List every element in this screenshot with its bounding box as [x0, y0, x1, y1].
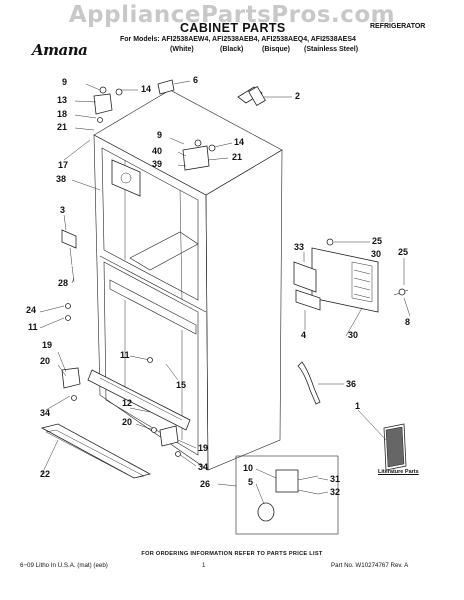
callout-34-left: 34: [40, 408, 51, 418]
litho-note: 6−09 Litho In U.S.A. (mat) (eeb): [20, 562, 108, 569]
callout-36: 36: [346, 379, 357, 389]
color-stainless: (Stainless Steel): [304, 46, 359, 53]
callout-22: 22: [40, 469, 51, 479]
callout-12: 12: [122, 398, 133, 408]
callout-20-left: 20: [40, 356, 51, 366]
callout-33: 33: [294, 242, 305, 252]
callout-34-right: 34: [198, 462, 209, 472]
callout-21-mid: 21: [232, 152, 243, 162]
callout-26: 26: [200, 479, 211, 489]
color-black: (Black): [220, 46, 244, 53]
color-bisque: (Bisque): [262, 46, 290, 53]
model-list: For Models: AFI2538AEW4, AFI2538AEB4, AF…: [120, 36, 356, 43]
callout-25-b: 25: [398, 247, 409, 257]
callout-3: 3: [60, 205, 66, 215]
callout-39: 39: [152, 159, 163, 169]
callout-24: 24: [26, 305, 37, 315]
callout-1: 1: [355, 401, 361, 411]
callout-14-mid: 14: [234, 137, 245, 147]
brand-logo: Amana: [32, 41, 88, 59]
literature-parts-label: Literature Parts: [378, 469, 419, 475]
callout-40: 40: [152, 146, 163, 156]
callout-6: 6: [193, 75, 199, 85]
callout-10: 10: [243, 463, 254, 473]
literature-booklet: [383, 423, 407, 471]
callout-31: 31: [330, 474, 341, 484]
page-title: CABINET PARTS: [180, 21, 286, 35]
page-number: 1: [202, 562, 206, 569]
callout-8: 8: [405, 317, 411, 327]
callout-15: 15: [176, 380, 187, 390]
filter-housing-part: [237, 86, 266, 106]
callout-13: 13: [57, 95, 68, 105]
callout-11-mid: 11: [120, 350, 130, 360]
callout-5: 5: [248, 477, 254, 487]
color-white: (White): [170, 46, 194, 53]
callout-4: 4: [301, 330, 307, 340]
callout-19-right: 19: [198, 443, 209, 453]
fasteners: [65, 86, 406, 457]
toe-grille-part: [40, 423, 152, 479]
appliance-category: REFRIGERATOR: [370, 23, 426, 30]
callout-9-top: 9: [62, 77, 68, 87]
callout-19-left: 19: [42, 340, 53, 350]
callout-21-top: 21: [57, 122, 68, 132]
callout-38: 38: [56, 174, 67, 184]
callout-17: 17: [58, 160, 69, 170]
part-number: Part No. W10274767 Rev. A: [331, 562, 409, 569]
callout-32: 32: [330, 487, 341, 497]
callout-30-bottom: 30: [348, 330, 359, 340]
leader-lines: [39, 80, 411, 505]
ordering-note: FOR ORDERING INFORMATION REFER TO PARTS …: [141, 551, 323, 557]
watermark: AppliancePartsPros.com: [68, 2, 396, 28]
door-stop-part: [297, 361, 321, 405]
callout-14-top: 14: [141, 84, 152, 94]
callout-9-mid: 9: [157, 130, 163, 140]
cabinet-shell: [61, 79, 283, 471]
control-housing-part: [293, 247, 409, 313]
callout-2: 2: [295, 91, 301, 101]
callout-11-left: 11: [28, 322, 38, 332]
water-valve-assembly: [235, 455, 339, 535]
callout-18: 18: [57, 109, 68, 119]
callout-30-top: 30: [371, 249, 382, 259]
callout-28: 28: [58, 278, 69, 288]
callout-20-right: 20: [122, 417, 133, 427]
callout-25-a: 25: [372, 236, 383, 246]
